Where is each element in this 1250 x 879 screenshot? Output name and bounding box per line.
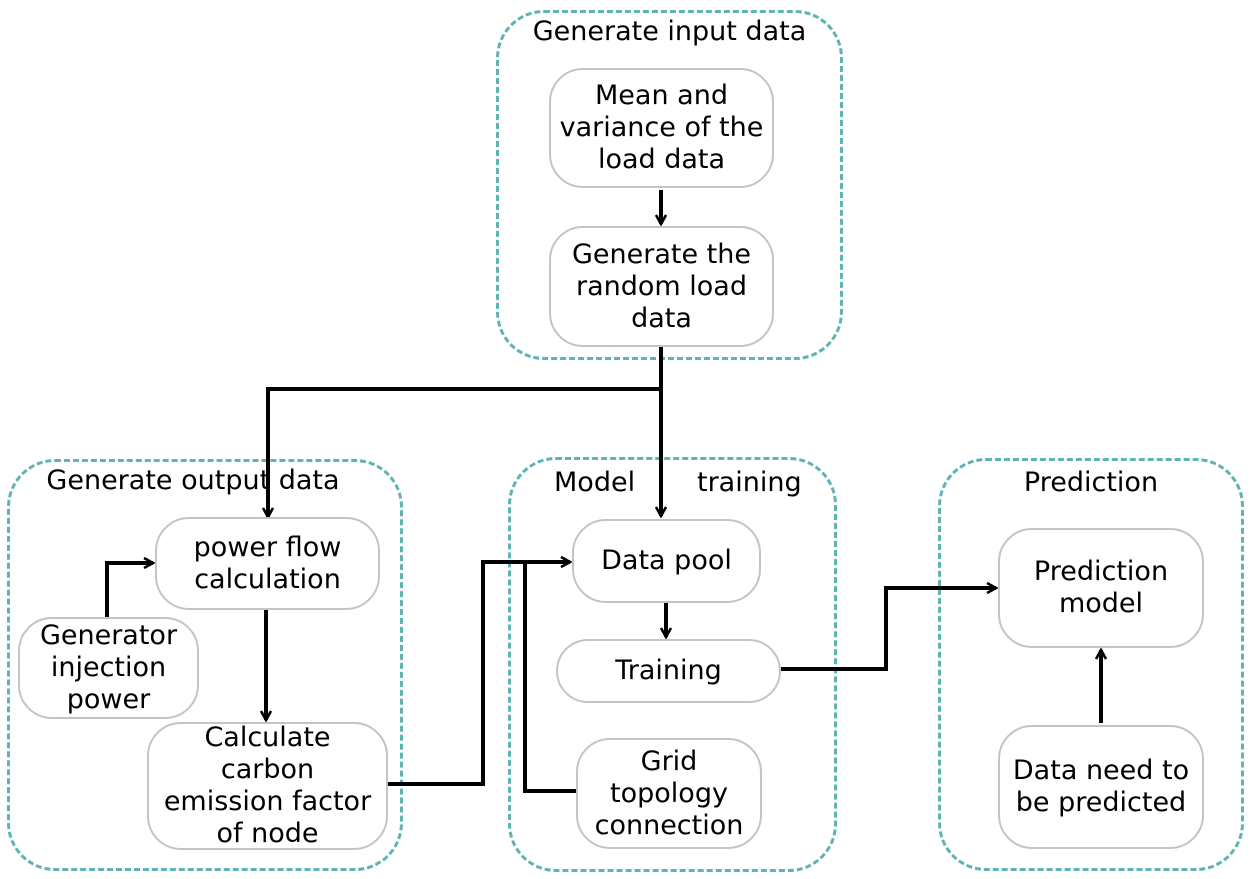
group-prediction <box>938 458 1244 871</box>
group-title-training-right: training <box>697 467 802 498</box>
group-title-input: Generate input data <box>532 16 807 47</box>
node-power-flow: power flow calculation <box>155 517 380 610</box>
arrow-random-to-powerflow <box>268 387 661 517</box>
node-data-to-predict: Data need to be predicted <box>998 725 1204 849</box>
arrow-training-to-prediction <box>781 588 996 671</box>
arrow-grid-to-datapool <box>523 562 576 793</box>
node-mean-variance: Mean and variance of the load data <box>549 68 774 188</box>
group-title-training-left: Model <box>554 467 636 498</box>
arrow-generator-to-powerflow <box>105 563 153 617</box>
node-generator-injection: Generator injection power <box>18 617 199 719</box>
node-grid-topology: Grid topology connection <box>576 738 762 849</box>
group-title-output: Generate output data <box>46 465 340 496</box>
node-carbon-emission: Calculate carbon emission factor of node <box>147 722 388 850</box>
node-random-load: Generate the random load data <box>549 226 774 347</box>
group-generate-output-data <box>7 459 403 871</box>
group-model-training <box>508 457 837 872</box>
group-title-prediction: Prediction <box>1023 467 1159 498</box>
group-generate-input-data <box>496 10 843 360</box>
node-training: Training <box>556 639 781 703</box>
arrow-carbon-to-datapool <box>388 562 570 786</box>
node-data-pool: Data pool <box>572 519 761 603</box>
node-prediction-model: Prediction model <box>998 528 1204 648</box>
